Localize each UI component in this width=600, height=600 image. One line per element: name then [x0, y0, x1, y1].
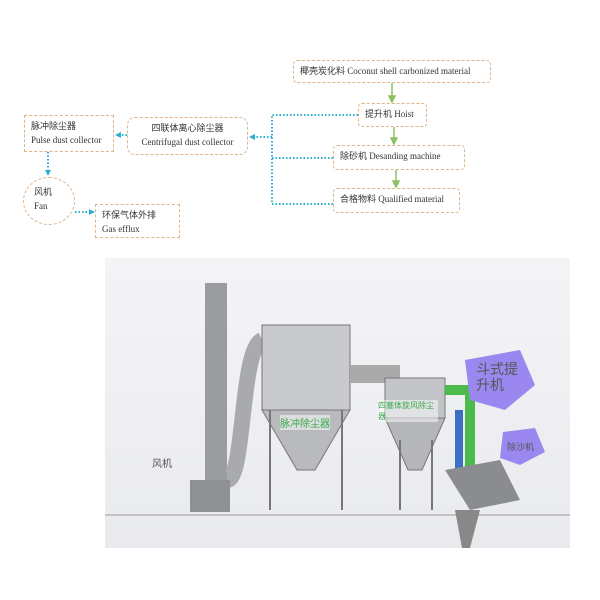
fan-photo-label: 风机: [152, 459, 172, 470]
pulse-en: Pulse dust collector: [31, 135, 102, 145]
pulse-box: 脉冲除尘器 Pulse dust collector: [24, 115, 114, 152]
hoist-callout-shape: [465, 350, 535, 410]
cyclone-photo-label: 四塞体旋风除尘器: [378, 400, 438, 422]
fan-en: Fan: [34, 201, 48, 211]
chimney: [205, 283, 227, 510]
pulse-collector-body: [261, 324, 351, 411]
duct: [223, 332, 268, 488]
coconut-material-box: 椰壳炭化料 Coconut shell carbonized material: [293, 60, 491, 83]
desander-machine: [445, 460, 520, 510]
centrifugal-en: Centrifugal dust collector: [141, 137, 234, 147]
hoist-column: [455, 410, 463, 470]
desander-callout: 除沙机: [507, 443, 535, 453]
hoist-box: 提升机 Hoist: [358, 103, 427, 127]
desander-callout-shape: [500, 428, 545, 465]
gas-efflux-box: 环保气体外排 Gas efflux: [95, 204, 180, 238]
hoist-callout: 斗式提升机: [476, 362, 518, 394]
qualified-label: 合格物料 Qualified material: [340, 194, 444, 204]
pulse-photo-label: 脉冲除尘器: [280, 415, 330, 430]
qualified-box: 合格物料 Qualified material: [333, 188, 460, 213]
desanding-label: 除砂机 Desanding machine: [340, 151, 441, 161]
flow-connectors: [45, 83, 401, 215]
centrifugal-box: 四联体离心除尘器 Centrifugal dust collector: [127, 117, 248, 155]
gas-cn: 环保气体外排: [102, 210, 157, 220]
fan-circle: 风机 Fan: [23, 177, 75, 225]
coconut-label: 椰壳炭化料 Coconut shell carbonized material: [300, 66, 471, 76]
desanding-box: 除砂机 Desanding machine: [333, 145, 465, 170]
cyclone-cone: [384, 417, 446, 471]
gas-en: Gas efflux: [102, 224, 140, 234]
centrifugal-cn: 四联体离心除尘器: [151, 123, 224, 133]
fan-cn: 风机: [34, 187, 53, 197]
hoist-label: 提升机 Hoist: [365, 109, 414, 119]
pulse-cn: 脉冲除尘器: [31, 121, 77, 131]
fan-unit: [190, 480, 230, 512]
